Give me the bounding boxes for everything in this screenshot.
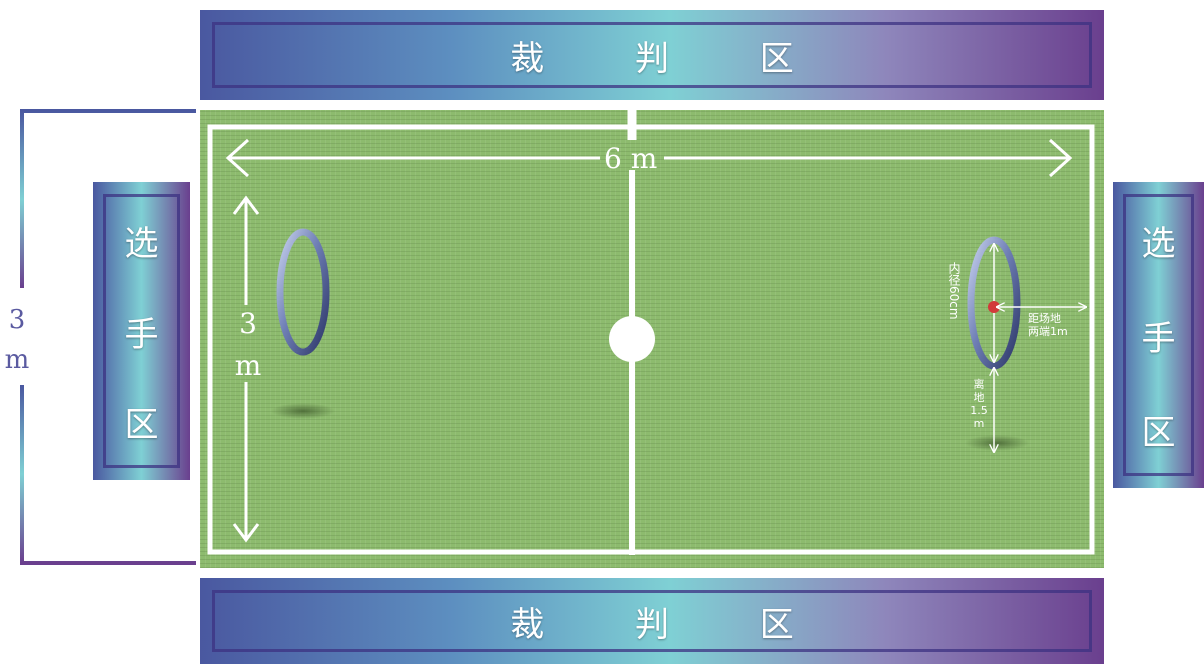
player-zone-left-char-3: 区 xyxy=(124,405,159,445)
field-height-label: 3 m xyxy=(232,303,264,387)
width-label: 6 m xyxy=(604,142,658,175)
player-zone-right-label: 选 手 区 xyxy=(1113,216,1204,454)
player-zone-right: 选 手 区 xyxy=(1113,182,1204,488)
outer-dimension-unit: m xyxy=(4,345,30,375)
height-arrow-bottom-head xyxy=(232,523,260,543)
player-zone-right-char-1: 选 xyxy=(1141,224,1176,264)
referee-zone-bottom-border xyxy=(212,590,1092,652)
outer-dimension-label: 3 m xyxy=(0,300,34,380)
referee-zone-top-border xyxy=(212,22,1092,88)
player-zone-right-border xyxy=(1123,194,1194,476)
field-boundary xyxy=(207,124,1095,555)
field-height-unit: m xyxy=(234,349,262,382)
height-line-3: 1.5 xyxy=(970,404,988,417)
field-height-num: 3 xyxy=(239,307,257,340)
outer-bracket-bottom-line xyxy=(20,385,196,565)
player-zone-left-border xyxy=(103,194,180,468)
right-hoop-shadow xyxy=(965,435,1029,451)
outer-dimension-num: 3 xyxy=(8,305,26,335)
distance-line-2: 两端1m xyxy=(1028,325,1068,338)
width-arrow-right-head xyxy=(1048,138,1073,178)
inner-diameter-label: 内径60cm xyxy=(947,262,961,320)
left-hoop-shadow xyxy=(271,403,335,419)
referee-zone-bottom: 裁 判 区 xyxy=(200,578,1104,664)
height-above-ground-label: 离 地 1.5 m xyxy=(970,378,988,430)
left-hoop xyxy=(276,228,330,356)
distance-line-1: 距场地 xyxy=(1028,312,1061,325)
player-zone-left-label: 选 手 区 xyxy=(93,216,190,446)
referee-zone-top-label: 裁 判 区 xyxy=(510,38,834,79)
distance-to-end-label: 距场地 两端1m xyxy=(1028,312,1068,338)
player-zone-left: 选 手 区 xyxy=(93,182,190,480)
player-zone-left-char-1: 选 xyxy=(124,224,159,264)
width-arrow-left-head xyxy=(225,138,250,178)
referee-zone-top: 裁 判 区 xyxy=(200,10,1104,100)
player-zone-left-char-2: 手 xyxy=(124,314,159,355)
center-circle xyxy=(609,316,655,362)
height-line-4: m xyxy=(973,417,985,430)
player-zone-right-char-3: 区 xyxy=(1141,413,1176,453)
player-zone-right-char-2: 手 xyxy=(1141,318,1176,359)
height-line-1: 离 xyxy=(973,378,985,391)
referee-zone-bottom-label: 裁 判 区 xyxy=(510,604,834,645)
height-arrow-top-head xyxy=(232,195,260,215)
height-line-2: 地 xyxy=(973,391,985,404)
outer-bracket-top-line xyxy=(20,109,196,288)
